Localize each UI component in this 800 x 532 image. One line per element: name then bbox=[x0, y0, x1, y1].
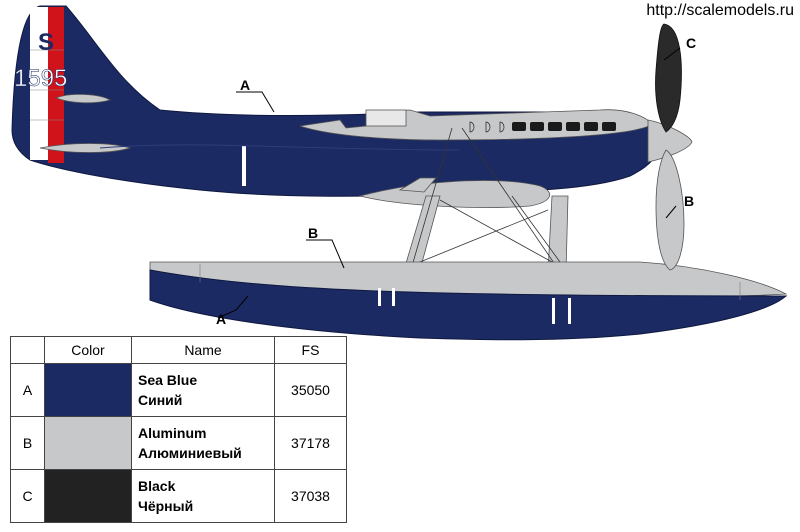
legend-name-ru: Алюминиевый bbox=[138, 445, 242, 461]
rudder-red-stripe bbox=[48, 7, 64, 163]
front-float-strut bbox=[403, 195, 441, 271]
legend-header-name: Name bbox=[131, 336, 275, 364]
callout-b-float: B bbox=[308, 225, 318, 241]
legend-name-en: Sea Blue bbox=[138, 372, 198, 388]
legend-swatch-cell bbox=[44, 416, 132, 470]
watermark[interactable]: http://scalemodels.ru bbox=[644, 2, 796, 20]
legend-key: A bbox=[10, 363, 45, 417]
fuselage bbox=[11, 5, 661, 197]
callout-c-propeller: C bbox=[686, 35, 696, 51]
legend-name-ru: Чёрный bbox=[138, 498, 194, 514]
callout-a-float: A bbox=[216, 311, 226, 327]
engine-vents bbox=[512, 122, 616, 131]
rear-float-strut bbox=[547, 195, 569, 273]
legend-header-color: Color bbox=[44, 336, 132, 364]
legend-fs: 35050 bbox=[274, 363, 347, 417]
legend-name-en: Aluminum bbox=[138, 425, 207, 441]
legend-fs: 37038 bbox=[274, 469, 347, 523]
legend-swatch-cell bbox=[44, 363, 132, 417]
legend-swatch-cell bbox=[44, 469, 132, 523]
legend-header-key bbox=[10, 336, 45, 364]
callout-b-propeller: B bbox=[684, 193, 694, 209]
color-swatch-black bbox=[45, 470, 131, 522]
legend-key: C bbox=[10, 469, 45, 523]
propeller-upper-blade bbox=[655, 23, 682, 133]
bracing-wires bbox=[411, 127, 561, 267]
color-swatch-aluminum bbox=[45, 417, 131, 469]
legend-header-row: Color Name FS bbox=[10, 336, 347, 364]
legend-name-en: Black bbox=[138, 478, 176, 494]
color-swatch-sea-blue bbox=[45, 364, 131, 416]
callout-leaders bbox=[217, 47, 681, 319]
callout-a-fuselage: A bbox=[240, 77, 250, 93]
legend-header-fs: FS bbox=[274, 336, 347, 364]
legend-key: B bbox=[10, 416, 45, 470]
rudder-white-stripe bbox=[30, 7, 48, 160]
propeller-lower-blade bbox=[655, 149, 685, 271]
fin-serial: 1595 bbox=[14, 65, 67, 92]
legend-fs: 37178 bbox=[274, 416, 347, 470]
float-bottom bbox=[149, 269, 788, 341]
fin-letter: S bbox=[38, 29, 54, 56]
legend-name-ru: Синий bbox=[138, 392, 183, 408]
